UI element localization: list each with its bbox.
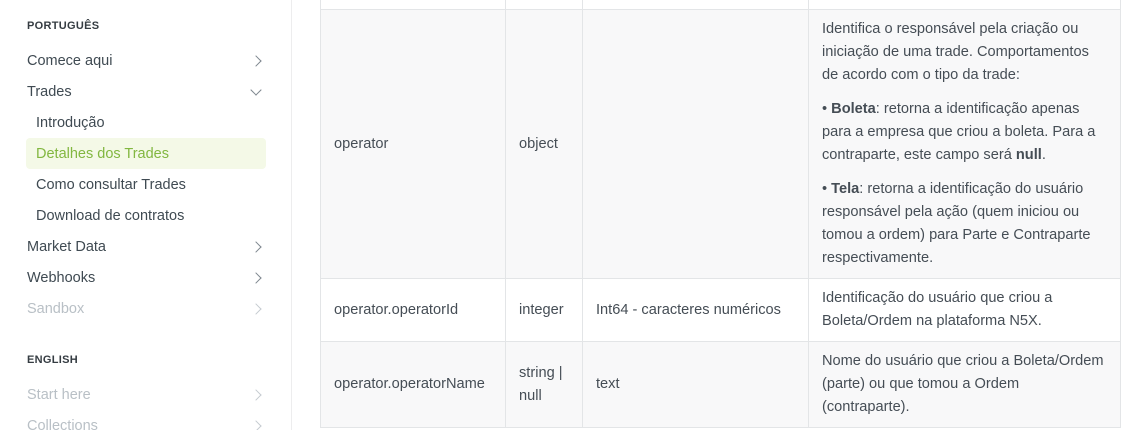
sidebar-item-label: Download de contratos [36,207,185,224]
param-description-cell: Identifica o responsável pela criação ou… [808,9,1121,279]
sidebar-item-label: Start here [27,386,91,403]
sidebar-item-label: Como consultar Trades [36,176,186,193]
chevron-right-icon [250,54,262,67]
sidebar-item-market-data[interactable]: Market Data [26,231,266,262]
table-cell-empty [582,0,809,10]
chevron-right-icon [250,419,262,430]
param-format-cell: Int64 - caracteres numéricos [582,278,809,342]
chevron-right-icon [250,302,262,315]
sidebar-item-trades[interactable]: Trades [26,76,266,107]
chevron-right-icon [250,240,262,253]
table-row-partial [320,0,1121,10]
chevron-right-icon [250,271,262,284]
table-cell-empty [808,0,1121,10]
sidebar-item-label: Market Data [27,238,106,255]
sidebar-item-label: Collections [27,417,98,430]
param-description-cell: Identificação do usuário que criou a Bol… [808,278,1121,342]
description-paragraph: Nome do usuário que criou a Boleta/Ordem… [822,353,1104,415]
param-type-cell: string | null [505,341,583,428]
sidebar-item-detalhes-dos-trades[interactable]: Detalhes dos Trades [26,138,266,169]
sidebar-item-collections[interactable]: Collections [26,410,266,430]
description-paragraph: Identifica o responsável pela criação ou… [822,21,1089,83]
param-name-cell: operator.operatorId [320,278,506,342]
sidebar-item-comece-aqui[interactable]: Comece aqui [26,45,266,76]
sidebar-item-label: Introdução [36,114,105,131]
sidebar-item-start-here[interactable]: Start here [26,379,266,410]
param-format-cell: text [582,341,809,428]
sidebar-item-label: Trades [27,83,72,100]
param-type-cell: object [505,9,583,279]
table-cell-empty [505,0,583,10]
description-paragraph: • Boleta: retorna a identificação apenas… [822,101,1096,163]
param-format-cell [582,9,809,279]
description-paragraph: Identificação do usuário que criou a Bol… [822,290,1053,329]
chevron-down-icon [250,84,262,96]
sidebar-item-webhooks[interactable]: Webhooks [26,262,266,293]
sidebar-item-introducao[interactable]: Introdução [26,107,266,138]
section-header: ENGLISH [27,354,78,366]
param-type-cell: integer [505,278,583,342]
chevron-right-icon [250,388,262,401]
sidebar-item-label: Comece aqui [27,52,113,69]
description-paragraph: • Tela: retorna a identificação do usuár… [822,181,1091,266]
sidebar-item-label: Sandbox [27,300,85,317]
sidebar-item-download-de-contratos[interactable]: Download de contratos [26,200,266,231]
sidebar-item-como-consultar-trades[interactable]: Como consultar Trades [26,169,266,200]
sidebar-item-label: Webhooks [27,269,96,286]
param-description-cell: Nome do usuário que criou a Boleta/Ordem… [808,341,1121,428]
sidebar-item-label: Detalhes dos Trades [36,145,169,162]
param-name-cell: operator.operatorName [320,341,506,428]
sidebar-item-sandbox[interactable]: Sandbox [26,293,266,324]
section-header: PORTUGUÊS [27,20,100,32]
param-name-cell: operator [320,9,506,279]
table-cell-empty [320,0,506,10]
